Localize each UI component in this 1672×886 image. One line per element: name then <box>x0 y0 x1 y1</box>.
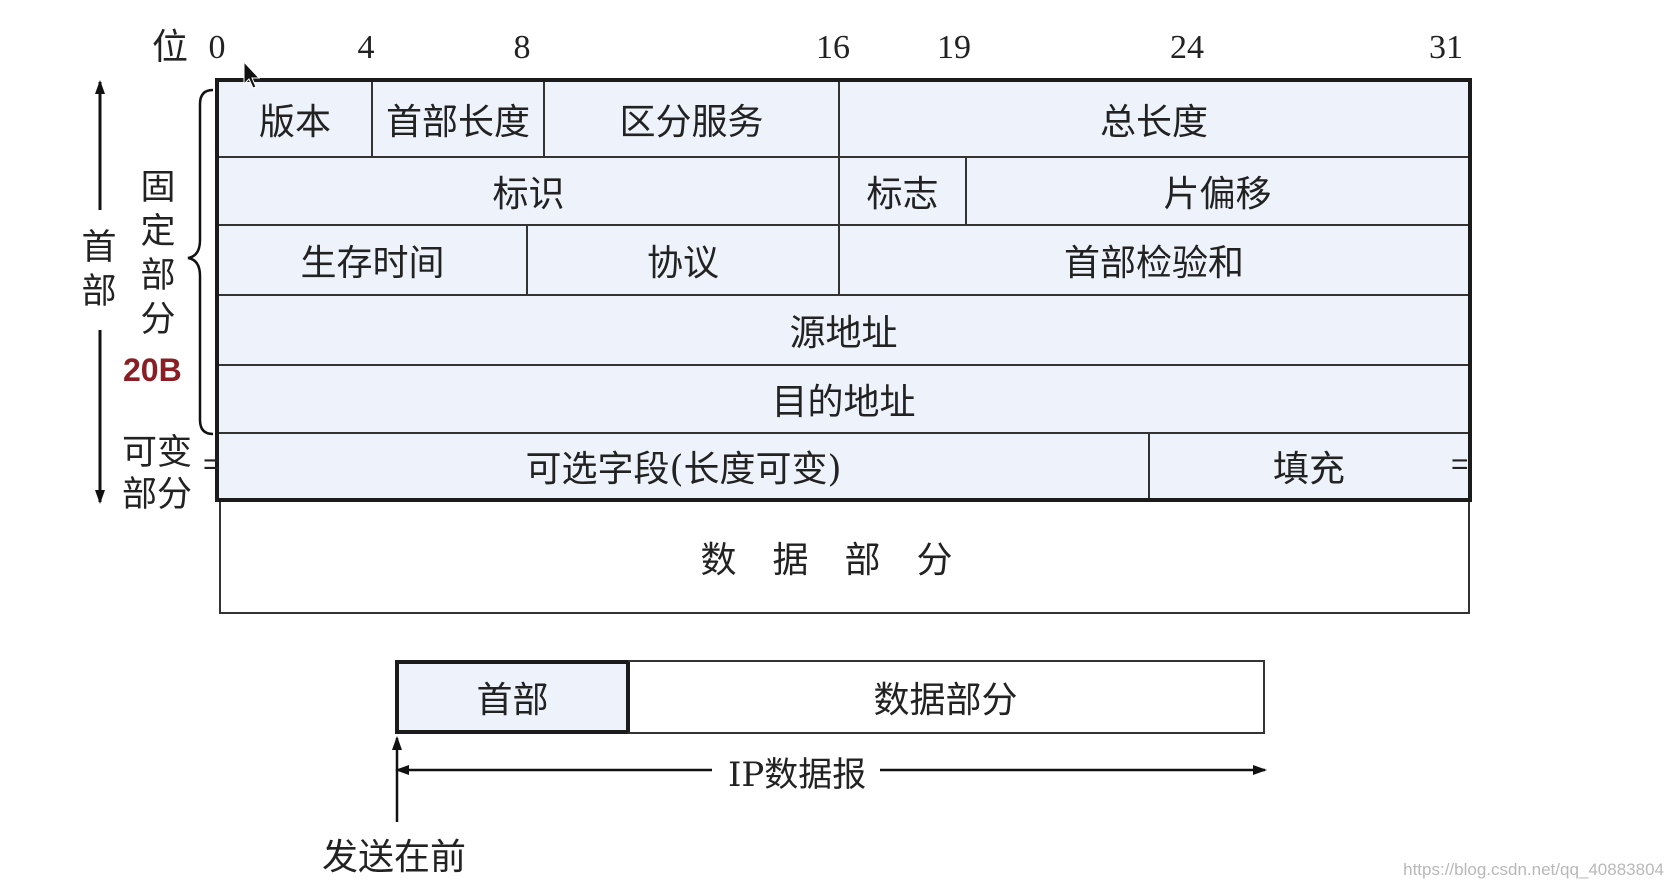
field-destination-address: 目的地址 <box>771 382 916 423</box>
bit-number-0: 0 <box>208 29 226 66</box>
header-row-1: 版本 首部长度 区分服务 总长度 <box>219 82 1468 158</box>
datagram-header-box: 首部 <box>395 660 630 734</box>
field-total-length: 总长度 <box>1099 102 1208 143</box>
bit-number-31: 31 <box>1429 29 1463 66</box>
fixed-part-brace <box>187 88 214 436</box>
datagram-data-label: 数据部分 <box>873 680 1018 721</box>
bit-label: 位 <box>152 27 189 68</box>
field-padding: 填充 <box>1272 449 1345 490</box>
header-row-6: 可选字段(长度可变) 填充 <box>219 434 1468 498</box>
fixed-size-label: 20B <box>123 352 182 388</box>
header-row-3: 生存时间 协议 首部检验和 <box>219 226 1468 296</box>
datagram-name-label: IP数据报 <box>720 747 875 796</box>
ip-header-table: 版本 首部长度 区分服务 总长度 标识 标志 片偏移 生存时间 协议 首部检验和… <box>215 78 1472 502</box>
bit-number-8: 8 <box>513 29 531 66</box>
fixed-part-side-label: 固定部分 <box>140 168 176 340</box>
field-source-address: 源地址 <box>789 313 898 354</box>
send-first-label: 发送在前 <box>322 837 467 878</box>
field-fragment-offset: 片偏移 <box>1163 174 1272 215</box>
field-header-length: 首部长度 <box>373 82 545 156</box>
header-row-2: 标识 标志 片偏移 <box>219 158 1468 226</box>
mouse-cursor-icon <box>243 60 261 89</box>
bit-number-24: 24 <box>1170 29 1204 66</box>
data-part-label: 数据部分 <box>700 540 989 581</box>
bit-number-16: 16 <box>816 29 850 66</box>
field-protocol: 协议 <box>528 226 840 294</box>
field-options: 可选字段(长度可变) <box>219 434 1150 498</box>
datagram-data-box: 数据部分 <box>628 660 1265 734</box>
data-part-box: 数据部分 <box>219 502 1470 614</box>
bit-number-4: 4 <box>357 29 375 66</box>
header-row-4: 源地址 <box>219 296 1468 366</box>
break-mark-left: = <box>203 448 221 481</box>
watermark: https://blog.csdn.net/qq_40883804 <box>1403 860 1664 879</box>
field-time-to-live: 生存时间 <box>219 226 528 294</box>
variable-part-label-line1: 可变 <box>122 433 193 473</box>
field-header-checksum: 首部检验和 <box>1063 243 1244 284</box>
break-mark-right: = <box>1451 448 1469 481</box>
bit-number-19: 19 <box>937 29 971 66</box>
field-differentiated-services: 区分服务 <box>545 82 840 156</box>
datagram-header-label: 首部 <box>476 680 549 721</box>
field-identification: 标识 <box>219 158 840 224</box>
variable-part-label-line2: 部分 <box>122 475 193 515</box>
header-row-5: 目的地址 <box>219 366 1468 434</box>
header-side-label: 首部 <box>81 228 117 312</box>
field-version: 版本 <box>219 82 373 156</box>
field-flags: 标志 <box>840 158 967 224</box>
